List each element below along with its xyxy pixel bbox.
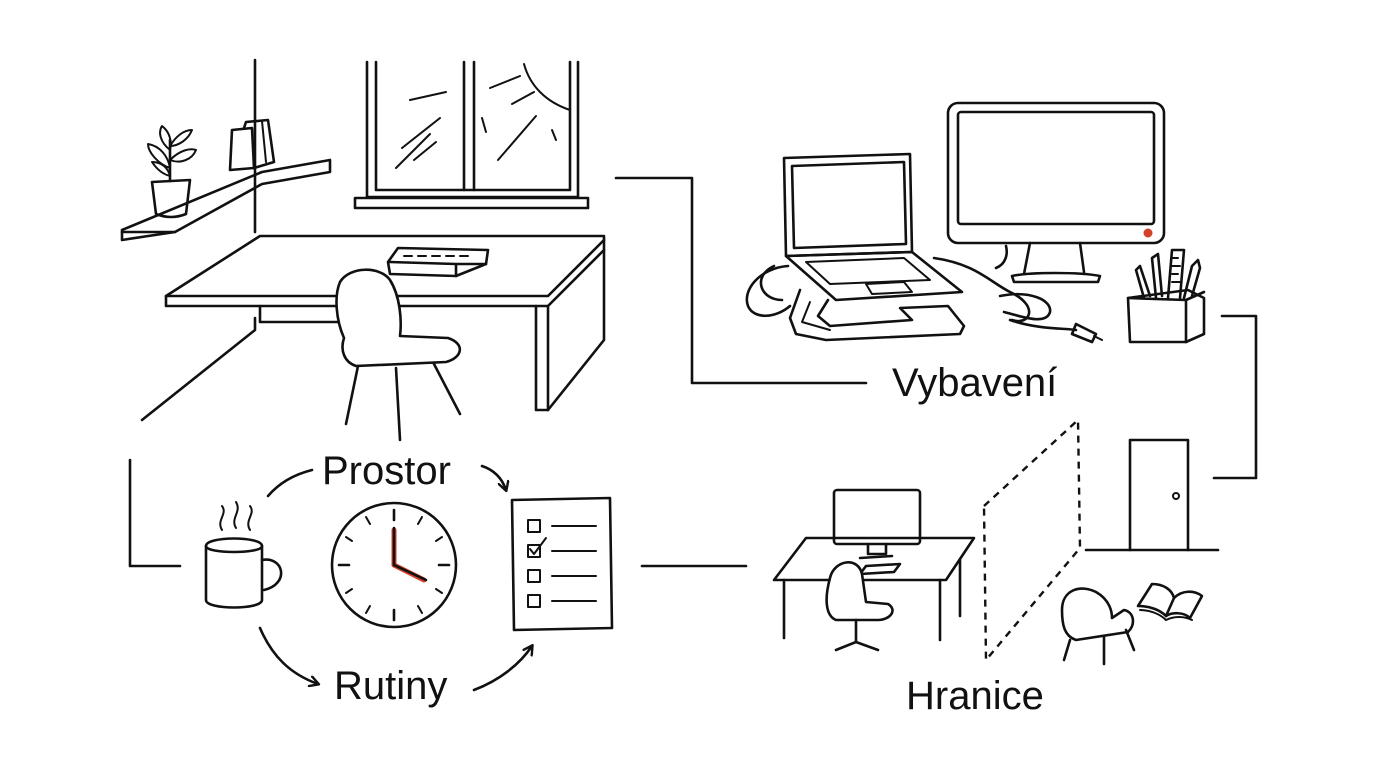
plant-icon — [147, 125, 197, 219]
label-space: Prostor — [322, 449, 451, 493]
coffee-mug-icon — [204, 501, 283, 609]
checklist-icon — [510, 496, 614, 632]
cables-icon — [745, 244, 1103, 344]
arrow-rutiny-to-checklist — [472, 646, 532, 692]
small-chair-icon — [825, 561, 894, 652]
armchair-icon — [1060, 587, 1136, 666]
book-icon — [1136, 582, 1204, 621]
label-equipment: Vybavení — [892, 361, 1058, 405]
window-icon — [353, 60, 590, 210]
connector-space-routines — [128, 458, 182, 568]
label-routines: Rutiny — [334, 664, 448, 708]
router-icon — [386, 246, 490, 278]
books-icon — [228, 118, 276, 172]
arrow-coffee-to-prostor — [266, 468, 314, 498]
connector-equipment-boundaries — [1212, 314, 1258, 480]
equipment-illustration — [745, 101, 1206, 344]
connector-space-equipment — [614, 176, 868, 385]
boundaries-illustration — [772, 418, 1220, 666]
arrow-prostor-to-checklist — [480, 464, 506, 490]
workspace-room-illustration — [120, 58, 606, 442]
arrow-coffee-to-rutiny — [258, 626, 318, 684]
clock-icon — [330, 501, 458, 629]
power-led — [1143, 228, 1153, 238]
pen-holder-icon — [1126, 248, 1206, 344]
wall-shelf — [120, 158, 332, 242]
label-boundaries: Hranice — [906, 674, 1044, 718]
laptop-icon — [782, 152, 966, 342]
chair-icon — [335, 268, 462, 442]
monitor-icon — [946, 101, 1166, 284]
door-icon — [1084, 438, 1220, 552]
desk-icon — [164, 234, 606, 412]
small-monitor-icon — [832, 488, 922, 560]
room-divider-icon — [982, 418, 1082, 662]
